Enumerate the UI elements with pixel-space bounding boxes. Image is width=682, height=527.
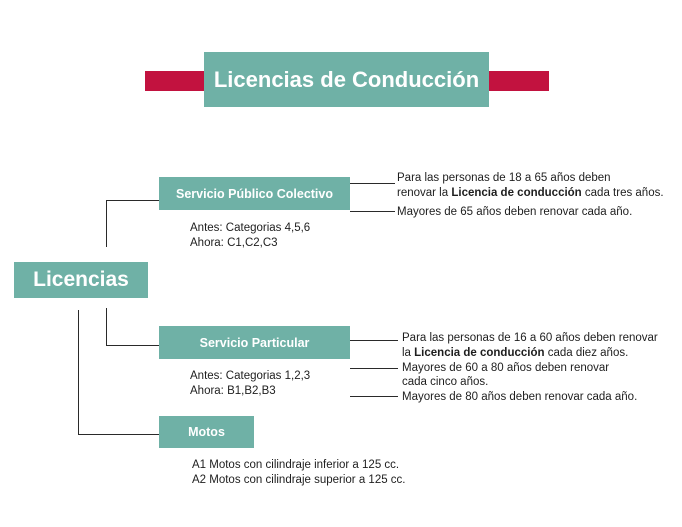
connector-particular-vertical [106, 308, 107, 346]
motos-a2-text: A2 Motos con cilindraje superior a 125 c… [192, 474, 406, 486]
publico-note1-bold: Licencia de conducción [451, 187, 582, 199]
page-title: Licencias de Conducción [204, 52, 489, 107]
publico-note1-line2: renovar la Licencia de conducción cada t… [397, 186, 664, 200]
publico-ahora-text: Ahora: C1,C2,C3 [190, 237, 278, 249]
connector-motos-vertical [78, 310, 79, 435]
connector-particular-horizontal [106, 345, 159, 346]
publico-antes-text: Antes: Categorias 4,5,6 [190, 222, 311, 234]
particular-antes-text: Antes: Categorias 1,2,3 [190, 370, 311, 382]
particular-note3-text: Mayores de 80 años deben renovar cada añ… [402, 391, 638, 403]
particular-note1-bold: Licencia de conducción [414, 347, 545, 359]
connector-publico-vertical [106, 200, 107, 247]
particular-note2-line2: cada cinco años. [402, 376, 489, 388]
particular-note3-line [350, 396, 398, 397]
publico-note2-line [350, 211, 395, 212]
particular-note1-line [350, 340, 398, 341]
publico-note1-pre: renovar la [397, 187, 452, 199]
node-motos: Motos [159, 416, 254, 448]
node-servicio-particular: Servicio Particular [159, 326, 350, 359]
node-servicio-publico-colectivo: Servicio Público Colectivo [159, 177, 350, 210]
particular-note1-pre: la [402, 347, 415, 359]
particular-note2-line1: Mayores de 60 a 80 años deben renovar [402, 362, 610, 374]
particular-note2-line [350, 368, 398, 369]
publico-note1-post: cada tres años. [581, 187, 664, 199]
publico-note1-line [350, 183, 395, 184]
publico-note2-text: Mayores de 65 años deben renovar cada añ… [397, 206, 633, 218]
motos-a1-text: A1 Motos con cilindraje inferior a 125 c… [192, 459, 400, 471]
particular-note1-post: cada diez años. [544, 347, 629, 359]
particular-note1-line1: Para las personas de 16 a 60 años deben … [402, 332, 658, 344]
connector-motos-horizontal [78, 434, 159, 435]
publico-note1-line1: Para las personas de 18 a 65 años deben [397, 172, 611, 184]
particular-ahora-text: Ahora: B1,B2,B3 [190, 385, 276, 397]
root-node-licencias: Licencias [14, 262, 148, 298]
particular-note1-line2: la Licencia de conducción cada diez años… [402, 346, 628, 360]
connector-publico-horizontal [106, 200, 159, 201]
